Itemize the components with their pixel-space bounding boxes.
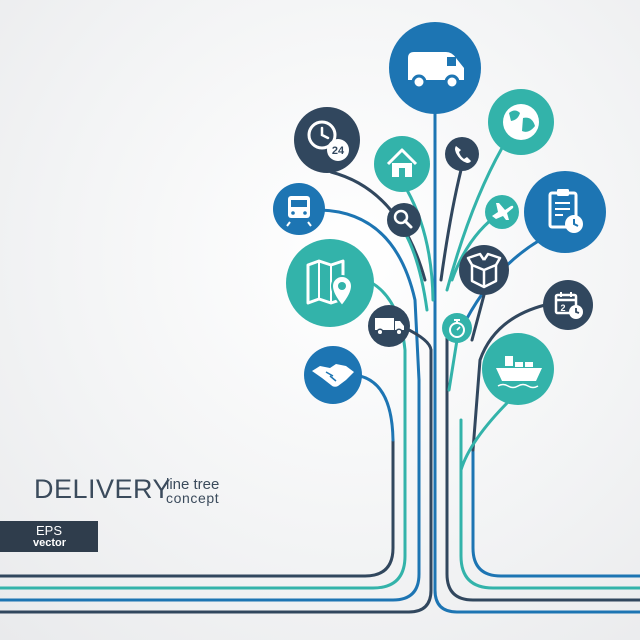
branch-line [471, 303, 547, 452]
trunk-line [459, 418, 640, 590]
trunk-line [0, 348, 433, 614]
globe-icon [503, 104, 539, 140]
branch-line [318, 208, 421, 382]
node-calendar[interactable]: 2 [543, 280, 593, 330]
node-box[interactable] [459, 245, 509, 295]
trunk-line [0, 378, 421, 602]
train-icon [286, 196, 312, 227]
node-clipboard[interactable] [524, 171, 606, 253]
title-subtitle-line2: concept [166, 490, 220, 506]
trunk-line [433, 118, 640, 614]
clipboard-clock-icon [548, 189, 583, 233]
node-clock-24[interactable]: 24 [294, 107, 360, 173]
branch-line [353, 373, 395, 442]
handshake-icon [312, 364, 354, 387]
node-ship[interactable] [482, 333, 554, 405]
title-main: DELIVERY [34, 474, 172, 504]
trunk-line [471, 448, 640, 578]
trunk-line [445, 328, 640, 602]
node-van[interactable] [389, 22, 481, 114]
eps-badge-line2: vector [33, 537, 67, 549]
branch-line [405, 188, 435, 302]
trunk-line [0, 408, 407, 590]
node-phone[interactable] [445, 137, 479, 171]
branch-line [470, 293, 486, 342]
map-pin-icon [306, 259, 354, 308]
branch-line [447, 338, 459, 392]
node-handshake[interactable] [304, 346, 362, 404]
calendar-label: 2 [560, 303, 565, 313]
node-map[interactable] [286, 239, 374, 327]
branch-line [403, 231, 429, 312]
node-plane[interactable] [485, 195, 519, 229]
title-subtitle-line1: line tree [166, 476, 220, 493]
eps-badge-line1: EPS [36, 523, 63, 538]
clock-24-icon: 24 [307, 120, 349, 161]
node-stopwatch[interactable] [442, 313, 472, 343]
cargo-ship-icon [496, 356, 542, 389]
branch-line [439, 168, 463, 282]
node-home[interactable] [374, 136, 430, 192]
truck-icon [375, 318, 404, 336]
van-icon [408, 52, 464, 90]
node-truck[interactable] [368, 305, 410, 347]
node-globe[interactable] [488, 89, 554, 155]
search-icon [393, 209, 413, 229]
stopwatch-icon [449, 319, 465, 338]
package-box-icon [466, 252, 502, 289]
airplane-icon [492, 203, 514, 220]
branch-line [329, 170, 427, 282]
branch-line [459, 398, 512, 472]
trunk-line [0, 438, 395, 578]
clock-24-label: 24 [332, 145, 345, 157]
home-icon [386, 148, 418, 177]
node-train[interactable] [273, 183, 325, 235]
eps-badge: EPS vector [0, 521, 98, 552]
branch-line [445, 146, 504, 292]
node-search[interactable] [387, 203, 421, 237]
phone-icon [455, 146, 471, 163]
calendar-clock-icon: 2 [554, 292, 583, 319]
